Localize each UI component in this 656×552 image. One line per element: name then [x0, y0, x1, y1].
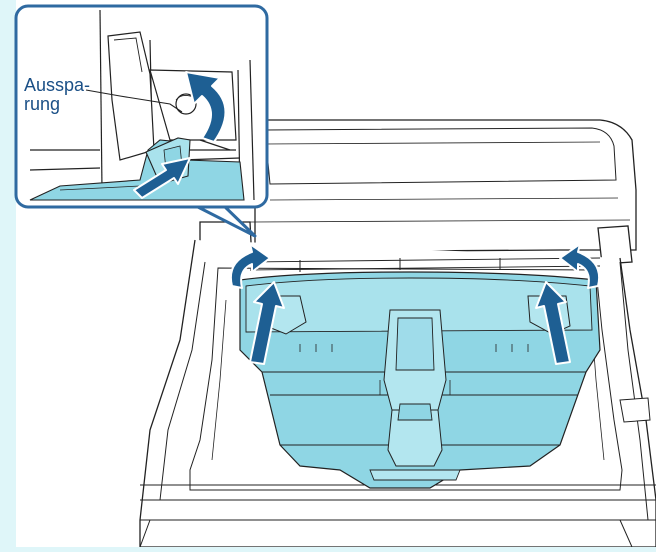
rotate-arrow-icon	[559, 243, 600, 289]
callout-detail	[29, 9, 255, 201]
lift-arrow-icon	[249, 281, 285, 365]
lift-arrow-icon	[535, 281, 571, 365]
rotate-arrow-icon	[230, 243, 271, 289]
recess-label: Ausspa- rung	[24, 75, 91, 114]
callout-box	[14, 4, 269, 209]
rotate-arrow-icon	[185, 71, 227, 143]
push-arrow-icon	[133, 157, 191, 199]
